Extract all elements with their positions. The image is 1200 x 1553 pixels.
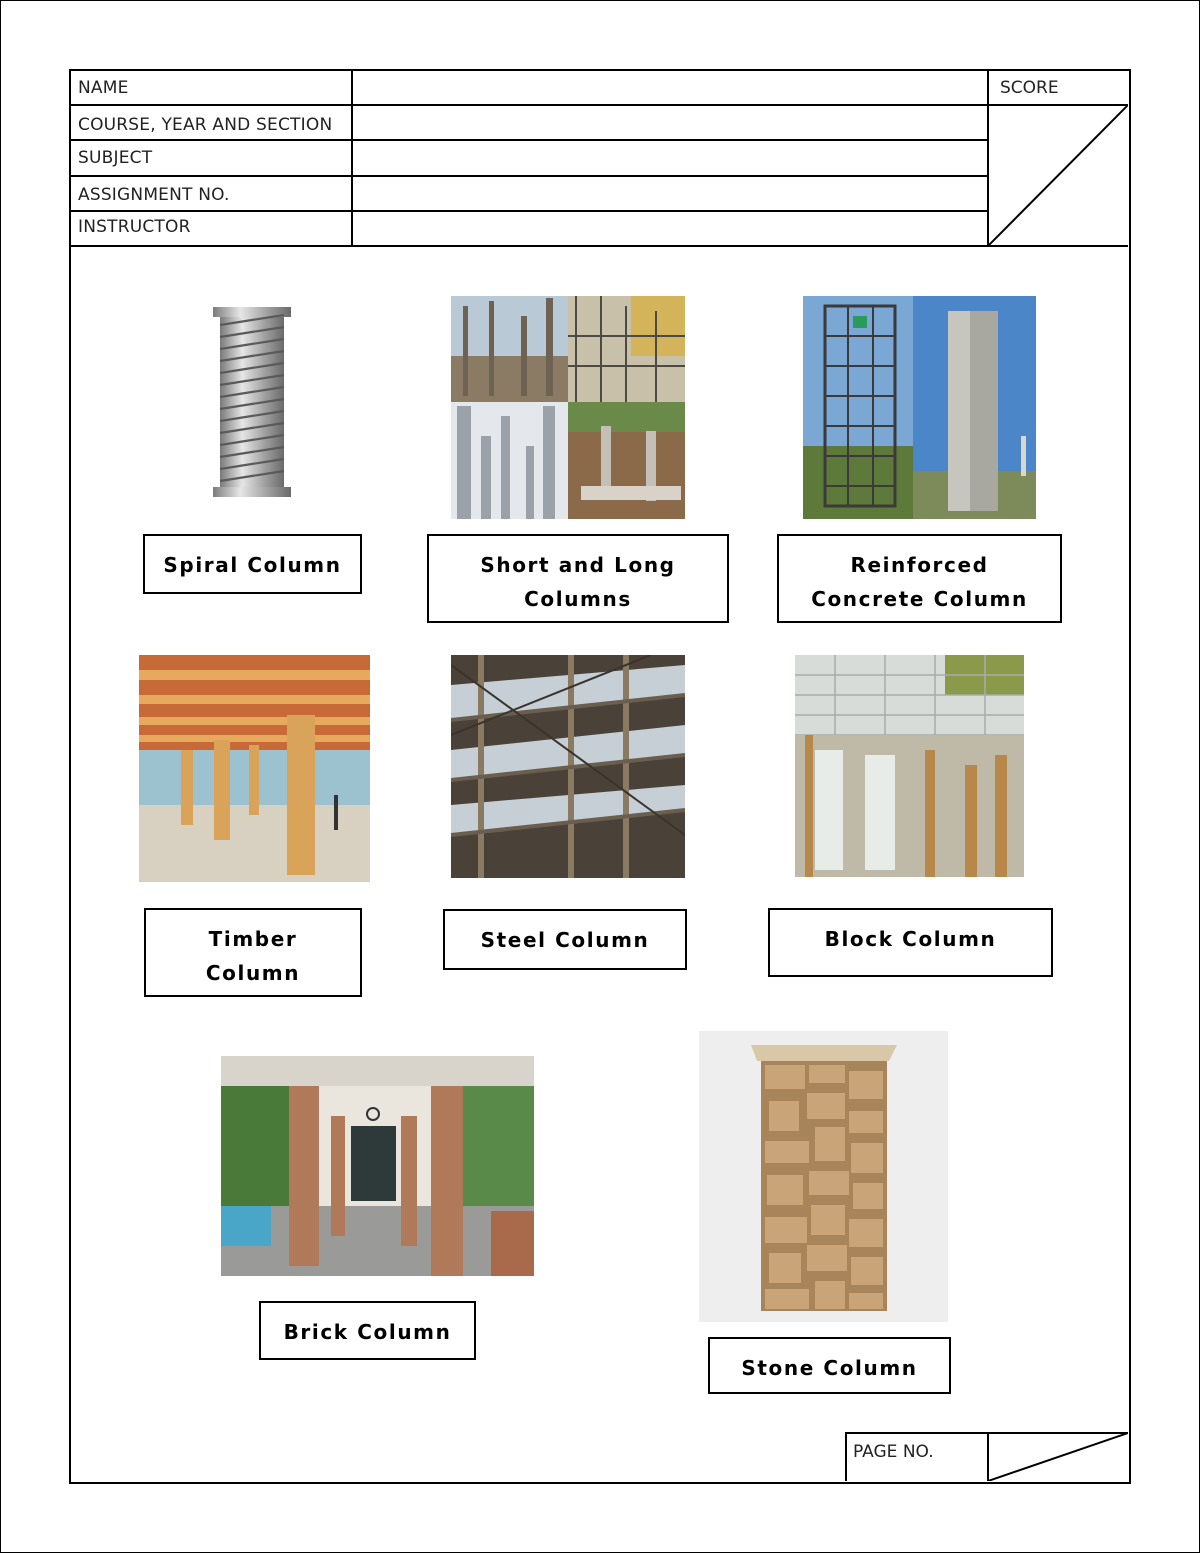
header-score-divider [987, 70, 989, 246]
brick-column-caption: Brick Column [259, 1301, 476, 1360]
block-column-caption-text: Block Column [824, 927, 997, 951]
name-field[interactable] [360, 73, 980, 103]
spiral-column-image [210, 305, 294, 499]
timber-column-caption-text: Timber Column [205, 927, 301, 985]
reinforced-concrete-column-caption: Reinforced Concrete Column [777, 534, 1062, 623]
steel-column-caption-text: Steel Column [480, 928, 650, 952]
name-label: NAME [78, 78, 129, 98]
page-no-label: PAGE NO. [853, 1442, 934, 1462]
header-label-divider [351, 70, 353, 246]
block-column-image [795, 655, 1024, 877]
brick-column-caption-text: Brick Column [283, 1320, 452, 1344]
steel-column-image [451, 655, 685, 878]
assignment-no-field[interactable] [360, 178, 980, 208]
instructor-field[interactable] [360, 213, 980, 243]
course-year-section-field[interactable] [360, 108, 980, 138]
instructor-label: INSTRUCTOR [78, 217, 191, 237]
stone-column-caption-text: Stone Column [741, 1356, 918, 1380]
header-row-divider [70, 104, 1128, 106]
spiral-column-caption-text: Spiral Column [163, 553, 342, 577]
page-no-box-divider [987, 1432, 989, 1481]
header-row-divider [70, 139, 988, 141]
page-no-box-left [845, 1432, 847, 1481]
timber-column-image [139, 655, 370, 882]
subject-field[interactable] [360, 143, 980, 173]
course-year-section-label: COURSE, YEAR AND SECTION [78, 115, 333, 135]
short-long-columns-caption-text: Short and Long Columns [480, 553, 676, 611]
short-long-columns-caption: Short and Long Columns [427, 534, 729, 623]
stone-column-image [699, 1031, 948, 1322]
stone-column-caption: Stone Column [708, 1337, 951, 1394]
sheet-border [69, 69, 1131, 1484]
brick-column-image [221, 1056, 534, 1276]
spiral-column-caption: Spiral Column [143, 534, 362, 594]
header-row-divider [70, 175, 988, 177]
header-bottom-rule [70, 245, 1128, 247]
header-row-divider [70, 210, 988, 212]
block-column-caption: Block Column [768, 908, 1053, 977]
steel-column-caption: Steel Column [443, 909, 687, 970]
assignment-no-label: ASSIGNMENT NO. [78, 185, 230, 205]
reinforced-concrete-column-image [803, 296, 1036, 519]
subject-label: SUBJECT [78, 148, 153, 168]
score-label: SCORE [1000, 78, 1059, 98]
short-long-columns-image [451, 296, 685, 519]
timber-column-caption: Timber Column [144, 908, 362, 997]
reinforced-concrete-column-caption-text: Reinforced Concrete Column [811, 553, 1028, 611]
